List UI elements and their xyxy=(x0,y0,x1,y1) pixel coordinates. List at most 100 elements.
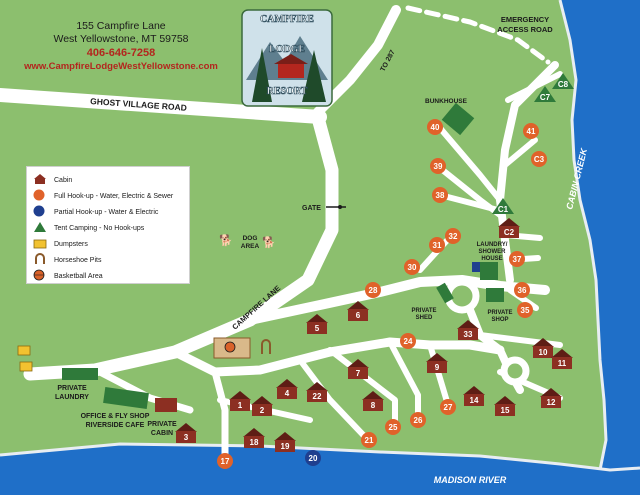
full-hookup-icon xyxy=(432,187,448,203)
site-number: 12 xyxy=(547,398,556,407)
cabin-site-18[interactable]: 18 xyxy=(243,428,265,448)
cabin-site-1[interactable]: 1 xyxy=(229,391,251,411)
full-hookup-icon xyxy=(410,412,426,428)
gate-label: GATE xyxy=(302,205,321,212)
cabin-site-19[interactable]: 19 xyxy=(274,432,296,452)
full-hookup-site-28[interactable]: 28 xyxy=(365,282,381,298)
tent-icon xyxy=(534,86,556,102)
full-hookup-site-30[interactable]: 30 xyxy=(404,259,420,275)
partial-hookup-site-20[interactable]: 20 xyxy=(305,450,321,466)
cabin-site-12[interactable]: 12 xyxy=(540,388,562,408)
full-hookup-icon xyxy=(517,302,533,318)
bunkhouse-spur-1 xyxy=(437,125,503,203)
cabin-site-3[interactable]: 3 xyxy=(175,423,197,443)
full-hookup-icon xyxy=(445,228,461,244)
site-number: 10 xyxy=(539,348,548,357)
tent-site-c1[interactable]: C1 xyxy=(492,198,514,214)
cabin-site-7[interactable]: 7 xyxy=(347,359,369,379)
cabin-body xyxy=(458,328,478,340)
site-number: 1 xyxy=(238,401,243,410)
cabin-site-22[interactable]: 22 xyxy=(306,382,328,402)
cabin-site-5[interactable]: 5 xyxy=(306,314,328,334)
south-spur-1 xyxy=(211,368,229,459)
madison-river-bank xyxy=(0,442,640,472)
cabin-icon xyxy=(276,379,298,388)
south-spur-5 xyxy=(387,339,421,421)
site-number: 33 xyxy=(464,330,473,339)
full-hookup-site-24[interactable]: 24 xyxy=(400,333,416,349)
private-shed-building xyxy=(436,282,454,304)
cabin-body xyxy=(307,322,327,334)
cabin-body xyxy=(533,346,553,358)
full-hookup-site-31[interactable]: 31 xyxy=(429,237,445,253)
legend-label: Cabin xyxy=(54,176,73,184)
cabin-body xyxy=(348,367,368,379)
cabin-site-15[interactable]: 15 xyxy=(494,396,516,416)
cabin-body xyxy=(275,440,295,452)
bunkhouse-spur-3 xyxy=(437,192,501,213)
basketball-icon xyxy=(224,341,236,353)
full-hookup-site-25[interactable]: 25 xyxy=(385,419,401,435)
cabin-site-33[interactable]: 33 xyxy=(457,320,479,340)
legend-row-tent: Tent Camping - No Hook-ups xyxy=(33,221,144,235)
website-link[interactable]: www.CampfireLodgeWestYellowstone.com xyxy=(24,61,218,72)
east-spur-3 xyxy=(507,287,539,311)
full-hookup-site-39[interactable]: 39 xyxy=(430,158,446,174)
cabin-icon xyxy=(33,174,47,186)
cabin-site-8[interactable]: 8 xyxy=(362,391,384,411)
office-fly-shop-building xyxy=(103,387,149,409)
cabin-body xyxy=(348,309,368,321)
full-hookup-site-17[interactable]: 17 xyxy=(217,453,233,469)
tent-icon xyxy=(552,73,574,89)
road-to-287-label: TO 287 xyxy=(380,49,397,73)
campfire-lane xyxy=(23,111,339,381)
cabin-icon xyxy=(306,382,328,391)
full-hookup-site-c3[interactable]: C3 xyxy=(531,151,547,167)
tent-icon xyxy=(492,198,514,214)
private-shop-label-1: PRIVATE xyxy=(487,310,512,316)
site-number: 19 xyxy=(281,442,290,451)
full-hookup-icon xyxy=(404,259,420,275)
tent-site-c8[interactable]: C8 xyxy=(552,73,574,89)
full-hookup-site-21[interactable]: 21 xyxy=(361,432,377,448)
full-hookup-site-32[interactable]: 32 xyxy=(445,228,461,244)
legend-label: Full Hook-up - Water, Electric & Sewer xyxy=(54,192,174,200)
cabin-icon xyxy=(306,314,328,323)
cabin-site-11[interactable]: 11 xyxy=(551,349,573,369)
full-hookup-site-26[interactable]: 26 xyxy=(410,412,426,428)
full-hookup-icon xyxy=(217,453,233,469)
cabin-body xyxy=(541,396,561,408)
full-hookup-site-35[interactable]: 35 xyxy=(517,302,533,318)
full-hookup-site-27[interactable]: 27 xyxy=(440,399,456,415)
phone-number[interactable]: 406-646-7258 xyxy=(86,47,156,59)
full-hookup-icon xyxy=(514,282,530,298)
dog-area-icon: 🐕 xyxy=(219,234,233,247)
full-hookup-site-41[interactable]: 41 xyxy=(523,123,539,139)
cabin-icon xyxy=(532,338,554,347)
recreation-area xyxy=(213,337,271,359)
site-number: 4 xyxy=(285,389,290,398)
cabin-site-6[interactable]: 6 xyxy=(347,301,369,321)
site-number: 8 xyxy=(371,401,376,410)
cabin-site-4[interactable]: 4 xyxy=(276,379,298,399)
cabin-site-2[interactable]: 2 xyxy=(251,396,273,416)
full-hookup-site-36[interactable]: 36 xyxy=(514,282,530,298)
restroom-sign xyxy=(472,262,480,272)
full-hookup-site-38[interactable]: 38 xyxy=(432,187,448,203)
office-label-2: RIVERSIDE CAFE xyxy=(86,422,145,429)
full-hookup-site-40[interactable]: 40 xyxy=(427,119,443,135)
south-roundabout xyxy=(500,356,530,386)
site-number: C8 xyxy=(558,80,569,89)
full-hookup-site-37[interactable]: 37 xyxy=(509,251,525,267)
horseshoe-icon xyxy=(261,339,271,354)
full-hookup-icon xyxy=(430,158,446,174)
address-line-2: West Yellowstone, MT 59758 xyxy=(53,33,189,45)
cabin-site-10[interactable]: 10 xyxy=(532,338,554,358)
tent-site-c7[interactable]: C7 xyxy=(534,86,556,102)
cabin-site-14[interactable]: 14 xyxy=(463,386,485,406)
cabin-site-9[interactable]: 9 xyxy=(426,353,448,373)
cabin-icon xyxy=(540,388,562,397)
site-number: 20 xyxy=(309,454,318,463)
cabin-site-c2[interactable]: C2 xyxy=(498,218,520,238)
